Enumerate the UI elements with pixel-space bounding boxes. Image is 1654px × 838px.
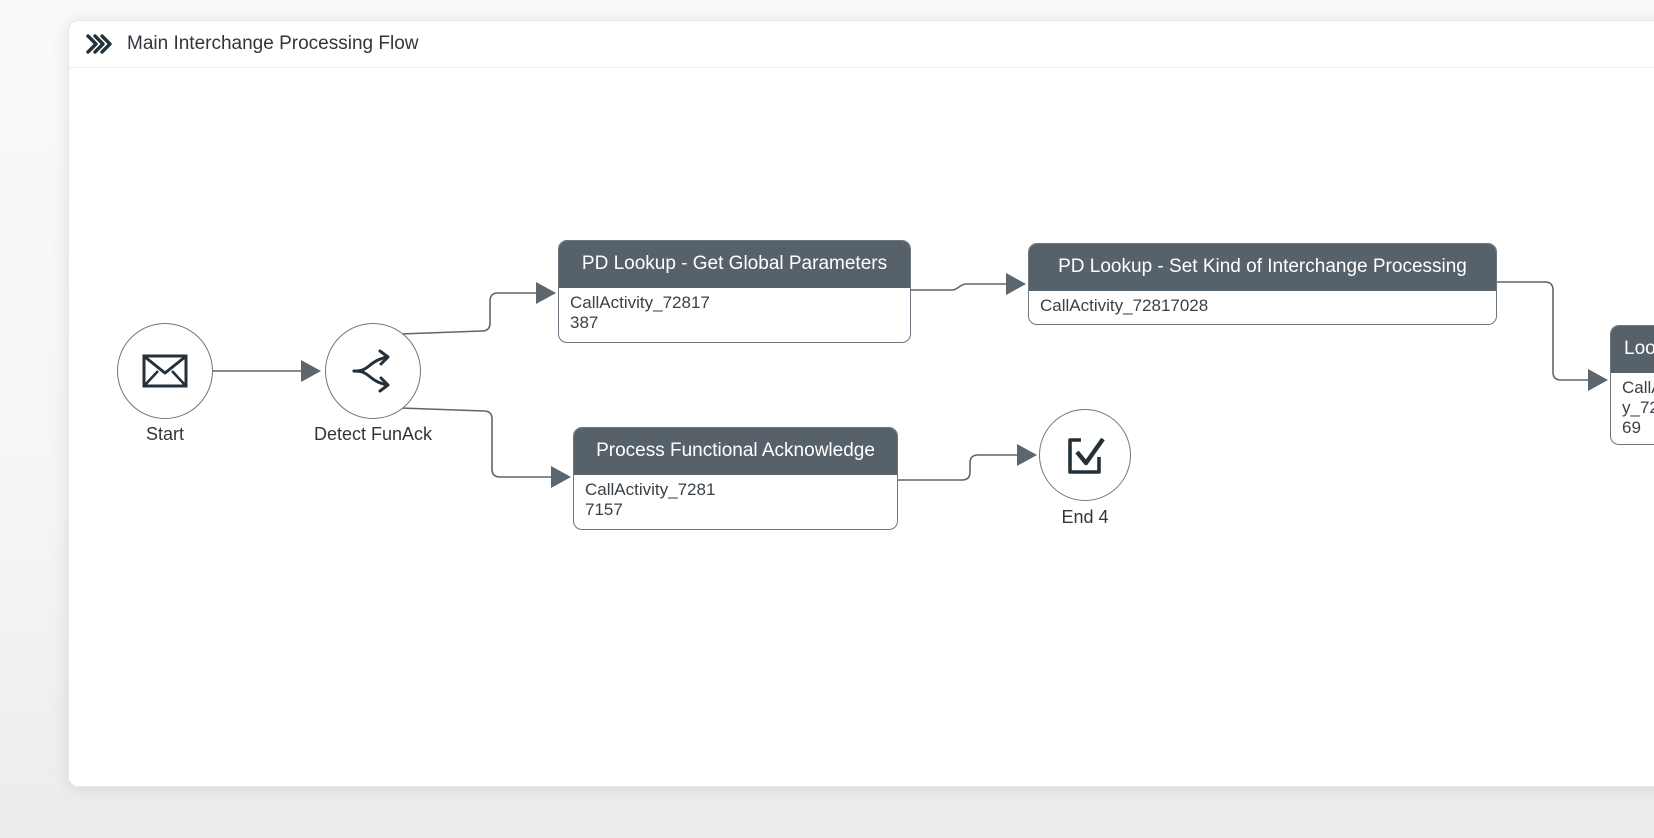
start-event-label: Start	[145, 424, 184, 444]
panel-title: Main Interchange Processing Flow	[127, 33, 419, 54]
task-detail-line: CallA	[1622, 378, 1654, 397]
task-body: CallA y_72 69	[1611, 373, 1654, 438]
envelope-icon	[142, 354, 188, 388]
task-title: Loo	[1611, 326, 1654, 373]
flow-task1-to-task2	[911, 283, 1006, 291]
task-detail-line: CallActivity_7281	[585, 480, 716, 499]
panel-header: Main Interchange Processing Flow	[69, 21, 1654, 68]
flow-gateway-to-task3	[399, 407, 551, 478]
flow-panel: Main Interchange Processing Flow	[68, 20, 1654, 787]
start-event[interactable]	[117, 323, 213, 419]
task-detail-line: 387	[570, 313, 599, 332]
flow-task3-to-end	[898, 454, 1017, 481]
end-event[interactable]	[1039, 409, 1131, 501]
task-title: PD Lookup - Get Global Parameters	[559, 241, 910, 288]
arrowhead-icon	[1588, 369, 1608, 391]
task-body: CallActivity_72817028	[1029, 291, 1496, 316]
task-pd-lookup-get-global-parameters[interactable]: PD Lookup - Get Global Parameters CallAc…	[558, 240, 911, 343]
task-title: Process Functional Acknowledge	[574, 428, 897, 475]
task-process-functional-acknowledge[interactable]: Process Functional Acknowledge CallActiv…	[573, 427, 898, 530]
arrowhead-icon	[536, 282, 556, 304]
task-body: CallActivity_7281 7157	[574, 475, 897, 520]
task-detail-line: CallActivity_72817028	[1040, 296, 1209, 315]
flow-gateway-to-task1	[399, 292, 536, 335]
task-title: PD Lookup - Set Kind of Interchange Proc…	[1029, 244, 1496, 291]
end-event-label: End 4	[1061, 507, 1109, 527]
arrowhead-icon	[1017, 444, 1037, 466]
split-arrows-icon	[352, 349, 390, 393]
task-detail-line: 7157	[585, 500, 623, 519]
gateway-detect-funack[interactable]	[325, 323, 421, 419]
task-lookup-clipped[interactable]: Loo CallA y_72 69	[1610, 325, 1654, 445]
arrowhead-icon	[301, 360, 321, 382]
arrowhead-icon	[1006, 273, 1026, 295]
arrowhead-icon	[551, 466, 571, 488]
triple-chevron-right-icon[interactable]	[86, 33, 112, 55]
flow-task2-to-task4	[1497, 281, 1588, 381]
task-detail-line: CallActivity_72817	[570, 293, 710, 312]
checkmark-box-icon	[1068, 437, 1105, 474]
task-body: CallActivity_72817 387	[559, 288, 910, 333]
task-pd-lookup-set-kind-of-interchange-processing[interactable]: PD Lookup - Set Kind of Interchange Proc…	[1028, 243, 1497, 325]
task-detail-line: y_72	[1622, 398, 1654, 417]
task-detail-line: 69	[1622, 418, 1641, 437]
gateway-label: Detect FunAck	[313, 424, 433, 444]
